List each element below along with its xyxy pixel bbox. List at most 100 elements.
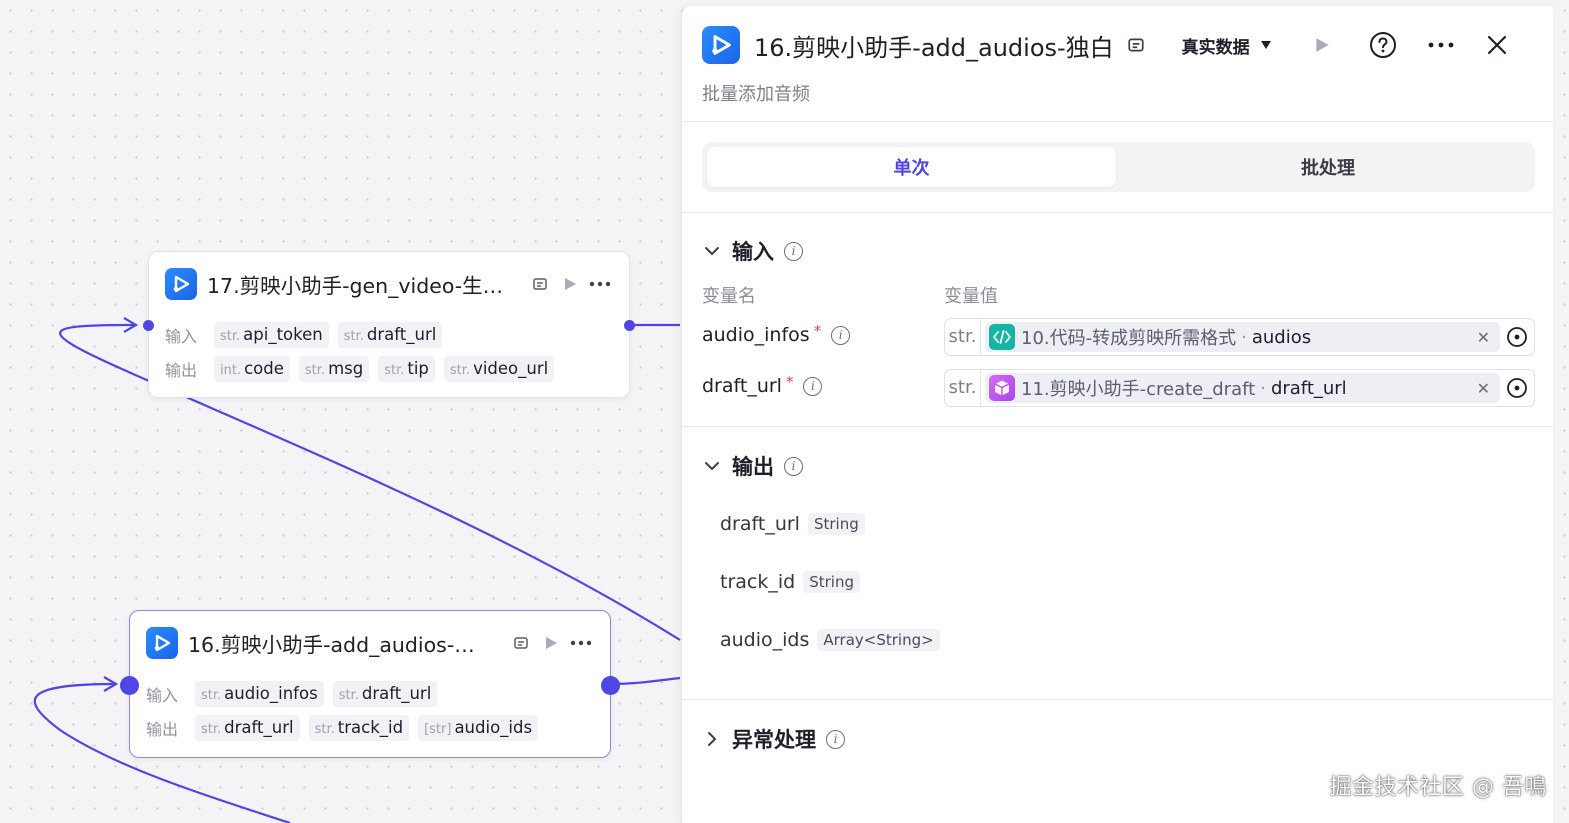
node-title: 16.剪映小助手-add_audios-…	[188, 633, 475, 657]
output-type: String	[807, 513, 865, 535]
column-header-name: 变量名	[702, 286, 756, 307]
reference-source: 10.代码-转成剪映所需格式	[1021, 328, 1237, 349]
info-icon[interactable]: i	[784, 241, 803, 261]
value-type: str.	[945, 370, 981, 406]
output-tag: str.track_id	[308, 715, 410, 741]
jianying-plugin-icon	[165, 268, 197, 300]
input-row-label: 输入	[146, 686, 179, 705]
section-title: 输入	[732, 240, 774, 264]
input-tag: str.audio_infos	[195, 681, 324, 707]
var-name-draft-url: draft_url * i	[702, 373, 823, 397]
output-item: track_id String	[720, 571, 860, 593]
reference-field: draft_url	[1270, 377, 1347, 399]
info-icon[interactable]: i	[831, 325, 851, 345]
section-title: 输出	[732, 455, 774, 479]
jianying-plugin-icon	[146, 627, 178, 659]
info-icon[interactable]: i	[803, 376, 823, 396]
tab-batch[interactable]: 批处理	[1301, 158, 1355, 179]
help-icon[interactable]	[1368, 30, 1398, 60]
more-icon[interactable]	[566, 628, 596, 658]
code-node-icon	[989, 324, 1015, 350]
edge-bottom-node-input	[33, 682, 291, 823]
workflow-node-gen-video[interactable]: 17.剪映小助手-gen_video-生… 输入 str.api_token s…	[143, 251, 635, 398]
output-tag: int.code	[214, 356, 290, 382]
watermark: 掘金技术社区 @ 吾鳴	[1329, 775, 1547, 800]
divider	[682, 426, 1553, 427]
data-source-select[interactable]: 真实数据	[1182, 33, 1272, 58]
node-title: 17.剪映小助手-gen_video-生…	[207, 274, 504, 298]
output-name: audio_ids	[720, 629, 810, 651]
input-port[interactable]	[143, 320, 154, 331]
plugin-cube-icon	[989, 375, 1015, 401]
output-tag: str.msg	[298, 356, 370, 382]
section-title: 异常处理	[732, 728, 816, 752]
more-icon[interactable]	[585, 269, 615, 299]
target-icon[interactable]	[1500, 326, 1534, 348]
chevron-down-icon[interactable]	[702, 456, 722, 476]
tab-single[interactable]: 单次	[707, 147, 1116, 187]
reference-separator: ·	[1241, 326, 1247, 348]
var-name-audio-infos: audio_infos * i	[702, 322, 851, 346]
divider	[682, 699, 1553, 700]
output-port[interactable]	[624, 320, 635, 331]
output-tag: str.video_url	[443, 356, 555, 382]
chevron-down-icon[interactable]	[702, 241, 722, 261]
output-item: audio_ids Array<String>	[720, 629, 940, 651]
input-port[interactable]	[120, 676, 139, 695]
workflow-node-add-audios[interactable]: 16.剪映小助手-add_audios-… 输入 str.audio_infos…	[120, 610, 620, 758]
play-icon[interactable]	[536, 628, 566, 658]
output-name: track_id	[720, 571, 796, 593]
output-type: String	[803, 571, 860, 593]
panel-title[interactable]: 16.剪映小助手-add_audios-独白	[754, 33, 1114, 62]
reference-separator: ·	[1260, 377, 1266, 399]
close-icon[interactable]	[1482, 30, 1512, 60]
variable-reference[interactable]: 11.剪映小助手-create_draft · draft_url ✕	[985, 373, 1500, 403]
input-section-header[interactable]: 输入 i	[702, 236, 803, 266]
output-section-header[interactable]: 输出 i	[702, 451, 803, 481]
copy-icon[interactable]	[1124, 33, 1148, 57]
output-type: Array<String>	[817, 629, 940, 651]
clear-icon[interactable]: ✕	[1476, 327, 1490, 347]
info-icon[interactable]: i	[784, 456, 803, 476]
panel-subtitle: 批量添加音频	[702, 84, 810, 105]
data-source-value: 真实数据	[1181, 37, 1250, 58]
info-icon[interactable]: i	[826, 729, 845, 749]
input-row-label: 输入	[165, 327, 198, 346]
chevron-down-icon	[1260, 35, 1272, 55]
output-tag: str.draft_url	[195, 715, 300, 741]
required-mark: *	[785, 373, 794, 391]
error-section-header[interactable]: 异常处理 i	[702, 724, 845, 754]
output-row-label: 输出	[146, 720, 179, 739]
copy-icon[interactable]	[525, 269, 555, 299]
output-tag: [str]audio_ids	[418, 715, 539, 741]
arrow-bottom-input	[103, 676, 119, 692]
edge-top-node-input	[59, 323, 681, 641]
output-port[interactable]	[601, 676, 620, 695]
divider	[682, 212, 1553, 213]
value-type: str.	[945, 319, 981, 355]
reference-source: 11.剪映小助手-create_draft	[1021, 379, 1256, 400]
required-mark: *	[813, 322, 822, 340]
value-field-audio-infos[interactable]: str. 10.代码-转成剪映所需格式 · audios ✕	[944, 318, 1535, 356]
output-tag: str.tip	[378, 356, 435, 382]
arrow-top-input	[123, 317, 139, 333]
chevron-right-icon[interactable]	[702, 729, 722, 749]
copy-icon[interactable]	[506, 628, 536, 658]
reference-field: audios	[1251, 326, 1312, 348]
input-tag: str.api_token	[214, 322, 329, 348]
column-header-value: 变量值	[944, 286, 998, 307]
output-name: draft_url	[720, 513, 800, 535]
variable-reference[interactable]: 10.代码-转成剪映所需格式 · audios ✕	[985, 322, 1500, 352]
more-icon[interactable]	[1426, 30, 1456, 60]
node-config-panel: 16.剪映小助手-add_audios-独白 真实数据 批量添加音频 单次 批处…	[681, 6, 1553, 823]
clear-icon[interactable]: ✕	[1476, 378, 1490, 398]
play-icon[interactable]	[555, 269, 585, 299]
value-field-draft-url[interactable]: str. 11.剪映小助手-create_draft · draft_url ✕	[944, 369, 1535, 407]
play-icon[interactable]	[1310, 33, 1334, 57]
jianying-plugin-icon	[702, 26, 740, 64]
input-tag: str.draft_url	[332, 681, 438, 707]
var-name-text: draft_url	[702, 375, 782, 397]
target-icon[interactable]	[1500, 377, 1534, 399]
output-item: draft_url String	[720, 513, 865, 535]
input-tag: str.draft_url	[337, 322, 443, 348]
